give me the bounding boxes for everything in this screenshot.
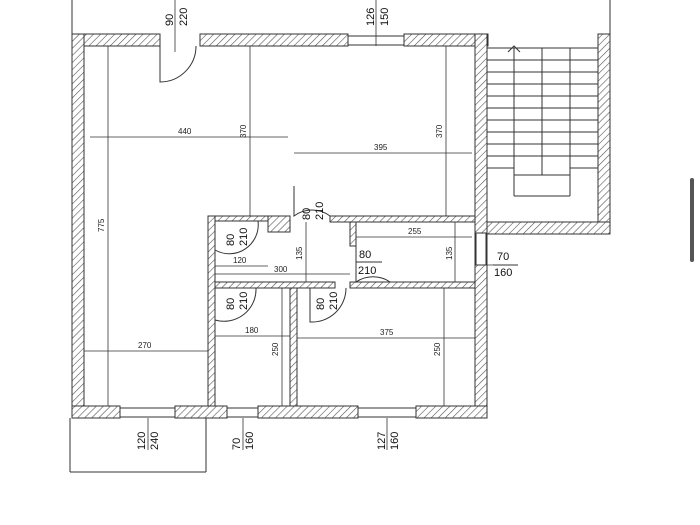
dim-180: 180 (245, 326, 259, 335)
door-hall-width: 80 (359, 249, 371, 261)
bottom-right-window-width: 127 (376, 432, 388, 450)
door-uc-height: 210 (314, 202, 326, 220)
dim-775: 775 (97, 218, 106, 232)
bottom-left-window-width: 120 (136, 432, 148, 450)
door-hall-height: 210 (358, 265, 376, 277)
dim-440: 440 (178, 127, 192, 136)
exterior-walls (71, 33, 611, 419)
bottom-mid-window-width: 70 (231, 438, 243, 450)
top-window-height: 150 (379, 8, 391, 26)
dim-370-right: 370 (435, 124, 444, 138)
dim-395: 395 (374, 143, 388, 152)
top-window-width: 126 (365, 8, 377, 26)
dimension-lines (84, 0, 512, 450)
door-uc-width: 80 (301, 208, 313, 220)
bottom-right-window-height: 160 (389, 432, 401, 450)
dim-250-right: 250 (433, 342, 442, 356)
door-ll-height: 210 (238, 292, 250, 310)
right-window-width: 70 (497, 251, 509, 263)
top-extension (71, 0, 611, 36)
door-ll-width: 80 (225, 298, 237, 310)
top-door-height: 220 (178, 8, 190, 26)
opening-labels: 90 220 126 150 70 160 80 210 80 210 80 2… (136, 8, 518, 450)
door-swings (159, 45, 391, 323)
door-ul-width: 80 (225, 234, 237, 246)
dim-270: 270 (138, 341, 152, 350)
door-lc-width: 80 (315, 298, 327, 310)
bottom-left-window-height: 240 (149, 432, 161, 450)
door-lc-height: 210 (328, 292, 340, 310)
interior-walls (207, 215, 476, 407)
dim-250-left: 250 (271, 342, 280, 356)
stairs (487, 45, 598, 197)
bottom-mid-window-height: 160 (244, 432, 256, 450)
dimension-labels: 440 370 395 370 775 255 135 120 300 135 … (97, 124, 454, 356)
right-window-height: 160 (494, 267, 512, 279)
windows (119, 35, 487, 418)
dim-120: 120 (233, 256, 247, 265)
vertical-scrollbar[interactable] (690, 178, 694, 262)
top-door-width: 90 (164, 14, 176, 26)
balcony-outline (69, 418, 207, 473)
dim-375: 375 (380, 328, 394, 337)
dim-300: 300 (274, 265, 288, 274)
dim-135-hall: 135 (295, 246, 304, 260)
door-ul-height: 210 (238, 228, 250, 246)
dim-135-right: 135 (445, 246, 454, 260)
dim-255: 255 (408, 227, 422, 236)
dim-370-left: 370 (239, 124, 248, 138)
